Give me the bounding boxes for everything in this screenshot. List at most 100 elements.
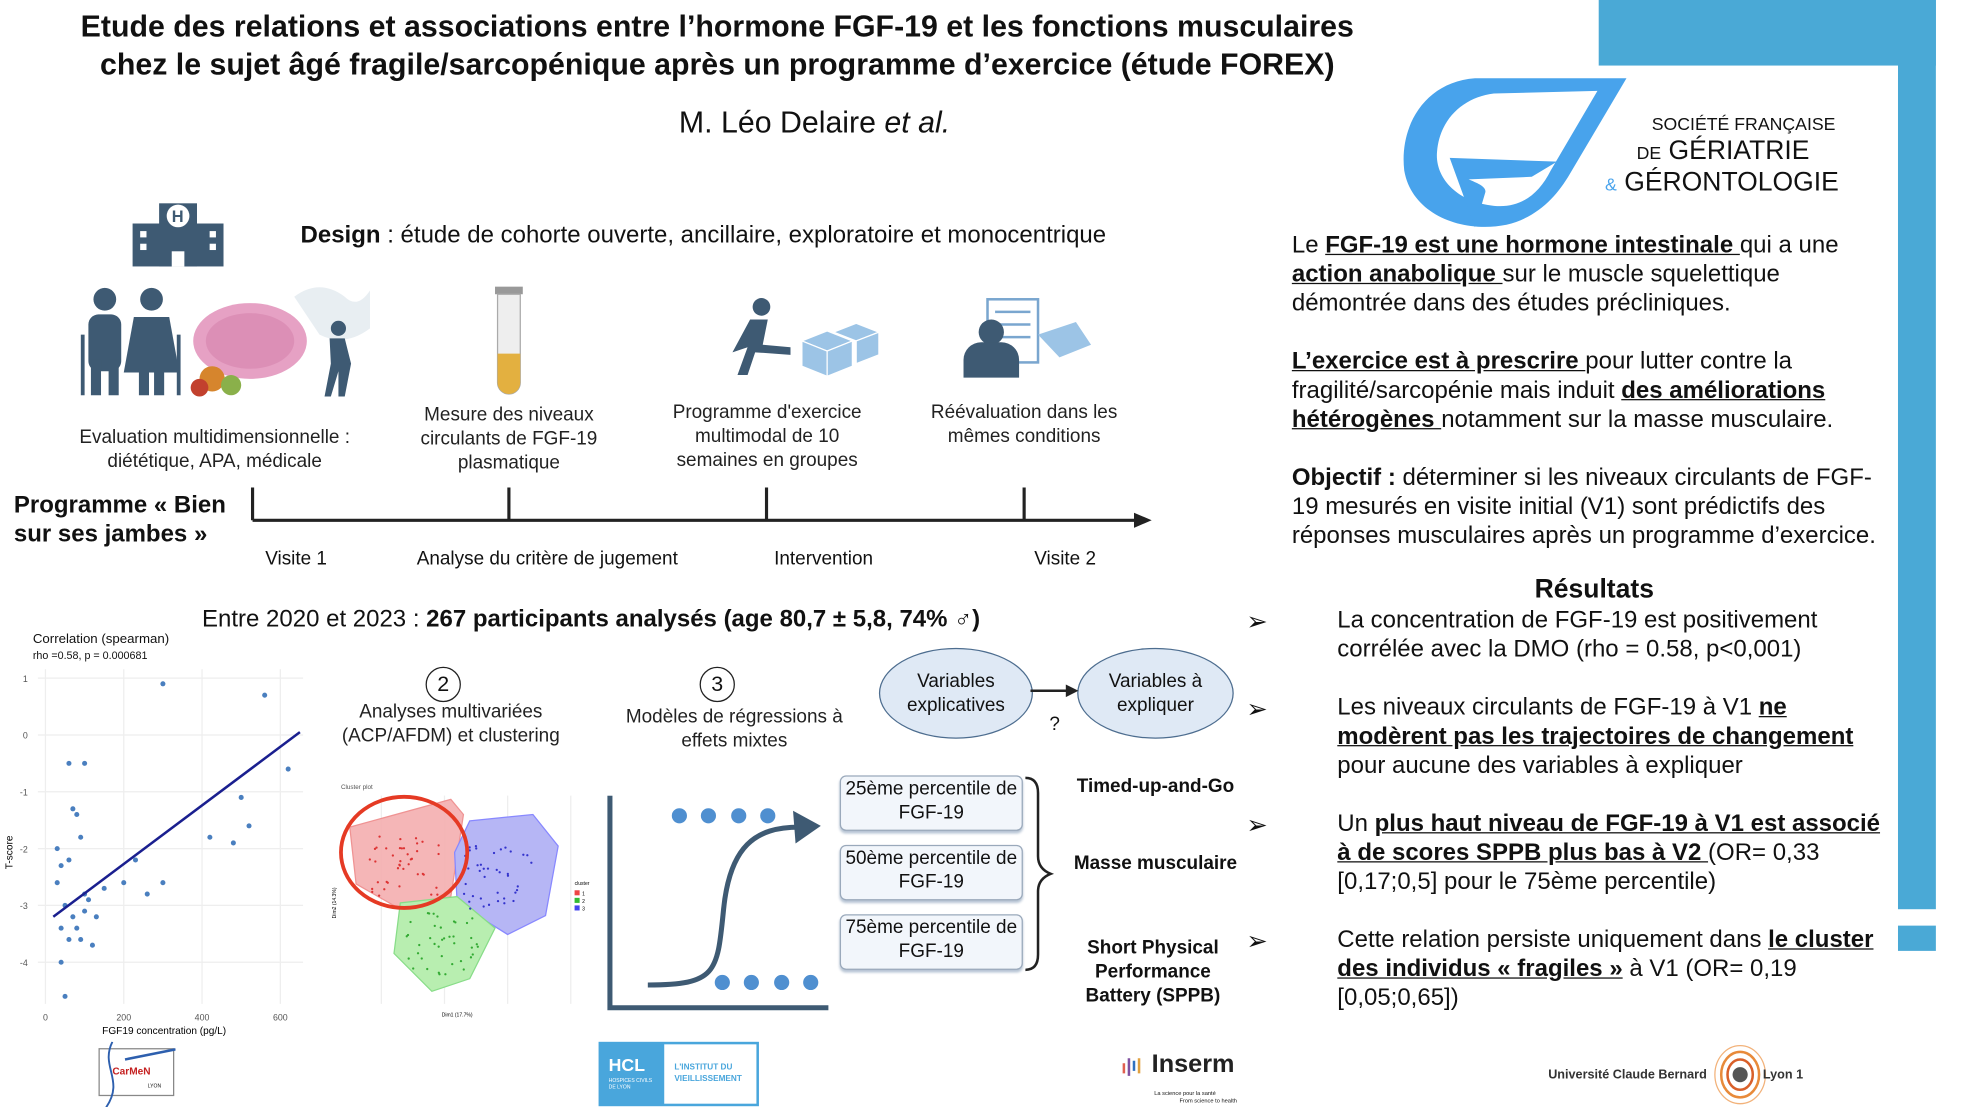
- results-text-segment: à V1 (OR= 0,19 [0,05;0,65]): [1337, 955, 1797, 1012]
- cluster-point: [375, 846, 378, 849]
- arrow-bullet-icon: ➢: [1246, 928, 1268, 956]
- inserm-text: Inserm: [1151, 1050, 1235, 1079]
- cluster-point: [374, 860, 377, 863]
- carmen-sub: LYON: [147, 1082, 162, 1089]
- scatter-point: [54, 846, 60, 852]
- cluster-point: [399, 838, 402, 841]
- analysis3-title: Modèles de régressions à effets mixtes: [625, 705, 843, 752]
- sfgg-line1: SOCIÉTÉ FRANÇAISE: [1651, 113, 1836, 134]
- scatter-point: [70, 914, 76, 920]
- cluster-point: [512, 899, 515, 903]
- cluster-point: [428, 912, 431, 915]
- step-caption-fgf19: Mesure des niveaux circulants de FGF-19 …: [420, 404, 598, 474]
- cluster-point: [468, 900, 471, 903]
- x-tick-label: 400: [195, 1012, 210, 1022]
- intro-text-segment: FGF-19 est une hormone intestinale: [1325, 232, 1740, 259]
- results-text-segment: le cluster des individus « fragiles »: [1337, 926, 1874, 983]
- results-title: Résultats: [1534, 574, 1654, 604]
- sfgg-g-icon: [1403, 78, 1636, 228]
- cluster-point: [436, 893, 439, 896]
- cluster-point: [483, 875, 486, 879]
- cluster-point: [462, 892, 466, 895]
- cluster-point: [498, 871, 501, 874]
- ucbl-logo: Université Claude Bernard Lyon 1: [1548, 1043, 1813, 1106]
- cluster-point: [407, 863, 410, 866]
- percentile-75-box: 75ème percentile de FGF-19: [839, 914, 1023, 970]
- reevaluation-icon: [963, 298, 1092, 378]
- legend-swatch: [574, 897, 580, 903]
- cluster-point: [415, 842, 419, 845]
- intro-text-segment: L’exercice est à prescrire: [1291, 348, 1586, 376]
- ucbl-text: Université Claude Bernard: [1548, 1068, 1707, 1083]
- cluster-3-hull: [453, 813, 559, 936]
- cluster-point: [439, 926, 442, 929]
- legend-swatch: [574, 890, 580, 896]
- scatter-point: [74, 925, 80, 931]
- design-line: Design : étude de cohorte ouverte, ancil…: [301, 222, 1107, 250]
- cluster-point: [464, 882, 467, 886]
- cluster-point: [471, 953, 474, 956]
- x-tick-label: 0: [43, 1012, 48, 1022]
- inserm-sub1: La science pour la santé: [1154, 1089, 1216, 1097]
- question-mark: ?: [1049, 713, 1060, 735]
- timeline-analyse: Analyse du critère de jugement: [416, 548, 678, 570]
- cluster-y-label: Dim2 (14.3%): [332, 887, 338, 918]
- intro-text-segment: des améliorations hétérogènes: [1291, 377, 1826, 434]
- cluster-point: [409, 920, 412, 924]
- cluster-point: [475, 847, 478, 850]
- scatter-point: [238, 794, 244, 800]
- intro-text-segment: pour lutter contre la fragilité/sarcopén…: [1291, 348, 1793, 405]
- cluster-point: [398, 846, 402, 850]
- results-text-segment: pour aucune des variables à expliquer: [1337, 752, 1743, 780]
- cluster-point: [398, 885, 401, 888]
- scatter-point: [82, 908, 88, 914]
- cluster-point: [420, 957, 423, 960]
- regression-line: [52, 731, 301, 918]
- sfgg-line2: GÉRIATRIE: [1668, 136, 1810, 166]
- title-line-1: Etude des relations et associations entr…: [80, 10, 1354, 45]
- scatter-point: [62, 993, 68, 999]
- cluster-point: [371, 890, 374, 894]
- timeline-visite-1: Visite 1: [265, 548, 327, 570]
- legend-swatch: [574, 905, 580, 911]
- cluster-point: [474, 844, 478, 848]
- title-line-2: chez le sujet âgé fragile/sarcopénique a…: [99, 47, 1335, 83]
- cluster-point: [436, 915, 439, 918]
- cluster-point: [433, 924, 436, 927]
- cluster-point: [526, 854, 529, 857]
- cluster-point: [471, 895, 475, 898]
- cluster-point: [416, 952, 420, 955]
- cluster-point: [471, 917, 474, 920]
- inserm-logo: Inserm La science pour la santé From sci…: [1121, 1051, 1247, 1107]
- inserm-sub2: From science to health: [1179, 1097, 1237, 1104]
- intro-paragraph: L’exercice est à prescrire pour lutter c…: [1292, 347, 1898, 434]
- cluster-point: [421, 872, 424, 876]
- cluster-point: [451, 962, 454, 966]
- step-caption-evaluation: Evaluation multidimensionnelle : diététi…: [79, 426, 350, 473]
- scatter-point: [160, 880, 166, 886]
- results-section: La concentration de FGF-19 est positivem…: [1337, 606, 1893, 1013]
- cluster-point: [437, 844, 440, 847]
- cluster-point: [415, 850, 419, 853]
- cluster-point: [496, 900, 500, 903]
- y-tick-label: 1: [23, 674, 28, 684]
- results-text-segment: (OR= 0,33 [0,17;0,5] pour le 75ème perce…: [1337, 839, 1820, 896]
- cluster-point: [412, 967, 415, 970]
- scatter-point: [58, 863, 64, 869]
- intro-text-segment: sur le muscle squelettique démontrée dan…: [1291, 261, 1780, 317]
- cluster-point: [462, 968, 465, 971]
- intro-paragraph: Objectif : déterminer si les niveaux cir…: [1292, 463, 1898, 550]
- cluster-point: [368, 858, 371, 861]
- cluster-point: [444, 973, 447, 976]
- x-axis-label: FGF19 concentration (pg/L): [102, 1026, 226, 1037]
- scatter-point: [160, 681, 166, 687]
- cluster-point: [476, 864, 479, 867]
- cluster-point: [402, 867, 405, 870]
- cluster-point: [478, 869, 481, 873]
- brace-icon: [1025, 776, 1055, 972]
- cluster-point: [515, 888, 519, 892]
- legend-label: 3: [582, 906, 585, 912]
- results-paragraph: La concentration de FGF-19 est positivem…: [1337, 606, 1893, 664]
- design-text: : étude de cohorte ouverte, ancillaire, …: [380, 222, 1107, 249]
